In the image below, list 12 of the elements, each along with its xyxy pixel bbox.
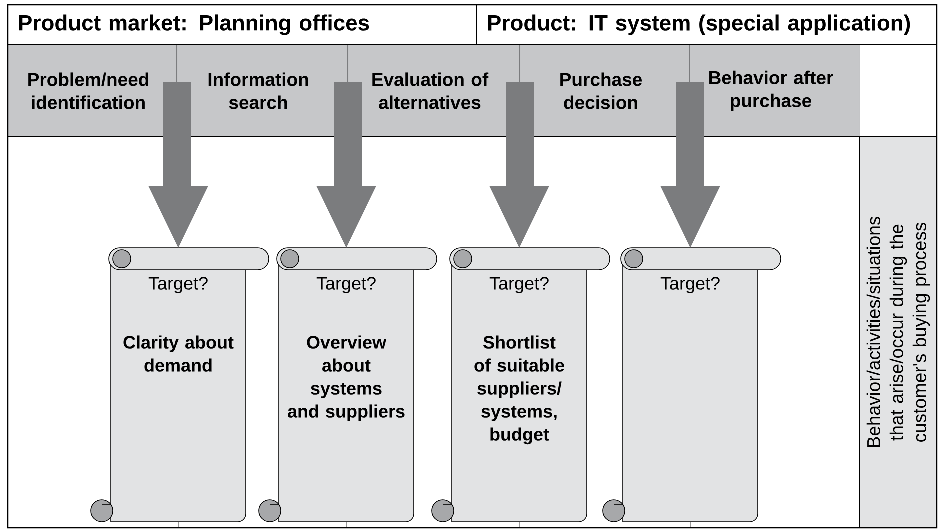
stage-label: Purchase decision	[560, 72, 642, 110]
title-cell: Product: IT system (special application)	[476, 4, 938, 46]
block-arrow	[490, 45, 550, 248]
block-arrow	[316, 45, 376, 248]
title-cell: Product market: Planning offices	[8, 4, 478, 46]
stage-label: Behavior after purchase	[710, 70, 834, 112]
stage-label: Problem/need identification	[28, 72, 148, 110]
stage-label: Evaluation of alternatives	[372, 72, 489, 110]
side-label-cell: Behavior/activities/situations that arise/occur during the customer's buying process	[860, 136, 938, 528]
block-arrow	[660, 45, 720, 248]
block-arrow	[148, 45, 208, 248]
stage-label: Information search	[208, 72, 308, 110]
